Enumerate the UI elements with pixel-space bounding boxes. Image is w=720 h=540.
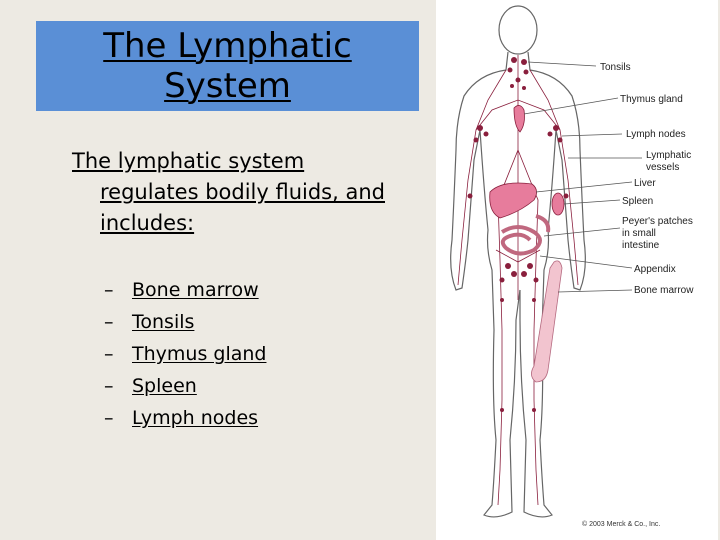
label-tonsils: Tonsils bbox=[600, 62, 631, 73]
label-peyers-patches-line3: intestine bbox=[622, 240, 660, 251]
label-peyers-patches-line2: in small bbox=[622, 228, 656, 239]
small-intestine bbox=[500, 214, 551, 256]
bullet-dash: – bbox=[104, 407, 114, 429]
bullet-label: Bone marrow bbox=[132, 279, 259, 301]
slide-title: The Lymphatic System bbox=[103, 26, 352, 106]
thymus-gland bbox=[513, 105, 525, 133]
label-peyers-patches-line1: Peyer's patches bbox=[622, 216, 693, 227]
bullet-label: Thymus gland bbox=[132, 343, 267, 365]
bullet-item: –Lymph nodes bbox=[104, 402, 266, 434]
bullet-item: –Thymus gland bbox=[104, 338, 266, 370]
label-bone-marrow: Bone marrow bbox=[634, 285, 694, 296]
intro-text: The lymphatic system regulates bodily fl… bbox=[72, 146, 400, 239]
bullet-list: –Bone marrow –Tonsils –Thymus gland –Spl… bbox=[104, 274, 266, 434]
bone bbox=[531, 260, 563, 383]
title-box: The Lymphatic System bbox=[36, 21, 419, 111]
label-lymphatic-vessels-line2: vessels bbox=[646, 162, 679, 173]
bullet-label: Lymph nodes bbox=[132, 407, 259, 429]
liver bbox=[489, 182, 537, 219]
anatomy-diagram: Tonsils Thymus gland Lymph nodes Lymphat… bbox=[450, 5, 694, 528]
label-appendix: Appendix bbox=[634, 264, 676, 275]
label-thymus-gland: Thymus gland bbox=[620, 94, 683, 105]
bullet-dash: – bbox=[104, 343, 114, 365]
lymph-nodes bbox=[467, 57, 569, 412]
bullet-label: Spleen bbox=[132, 375, 197, 397]
bullet-item: –Tonsils bbox=[104, 306, 266, 338]
leader-lines bbox=[523, 61, 642, 293]
bullet-item: –Bone marrow bbox=[104, 274, 266, 306]
lymphatic-system-illustration: Tonsils Thymus gland Lymph nodes Lymphat… bbox=[436, 0, 718, 540]
label-lymphatic-vessels-line1: Lymphatic bbox=[646, 150, 691, 161]
label-spleen: Spleen bbox=[622, 196, 653, 207]
label-lymph-nodes: Lymph nodes bbox=[626, 129, 686, 140]
body-outline bbox=[450, 5, 586, 518]
copyright-text: © 2003 Merck & Co., Inc. bbox=[582, 520, 660, 528]
bullet-label: Tonsils bbox=[132, 311, 195, 333]
bullet-dash: – bbox=[104, 375, 114, 397]
organs bbox=[489, 105, 565, 383]
spleen bbox=[551, 192, 565, 216]
bullet-item: –Spleen bbox=[104, 370, 266, 402]
bullet-dash: – bbox=[104, 279, 114, 301]
bullet-dash: – bbox=[104, 311, 114, 333]
intro-text-content: The lymphatic system regulates bodily fl… bbox=[72, 149, 385, 235]
label-liver: Liver bbox=[634, 178, 656, 189]
